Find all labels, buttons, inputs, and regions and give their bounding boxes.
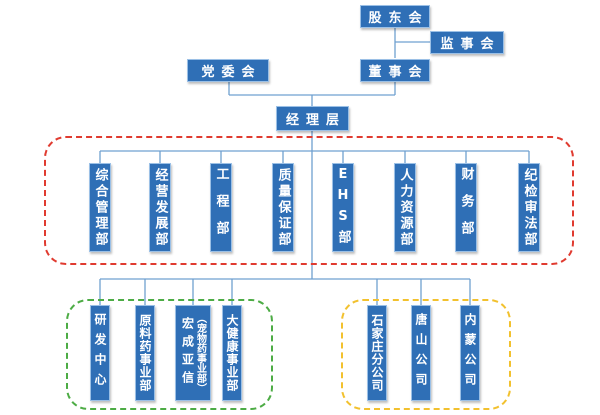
dept-engineering: 工程部 bbox=[210, 163, 232, 252]
branch-shijiazhuang: 石家庄分公司 bbox=[367, 305, 387, 401]
dept-ehs: EHS部 bbox=[332, 163, 354, 252]
shareholders-box: 股东会 bbox=[360, 5, 430, 28]
unit-hongcheng-yaxin-note: （宠物药事业部） bbox=[194, 313, 206, 393]
dept-business-development: 经营发展部 bbox=[149, 163, 171, 252]
dept-human-resources: 人力资源部 bbox=[394, 163, 416, 252]
dept-quality-assurance: 质量保证部 bbox=[272, 163, 294, 252]
supervisors-box: 监事会 bbox=[430, 31, 504, 54]
unit-rd-center: 研发中心 bbox=[90, 305, 110, 401]
dept-general-management: 综合管理部 bbox=[89, 163, 111, 252]
management-box: 经理层 bbox=[276, 106, 349, 131]
party-committee-box: 党委会 bbox=[187, 59, 269, 82]
unit-api-division: 原料药事业部 bbox=[135, 305, 155, 401]
dept-finance: 财务部 bbox=[455, 163, 477, 252]
branch-inner-mongolia: 内蒙公司 bbox=[460, 305, 480, 401]
branch-tangshan: 唐山公司 bbox=[411, 305, 431, 401]
unit-hongcheng-yaxin: 宏成亚信 （宠物药事业部） bbox=[175, 305, 211, 401]
business-units-group bbox=[66, 299, 273, 410]
branch-companies-group bbox=[341, 299, 511, 410]
unit-hongcheng-yaxin-name: 宏成亚信 bbox=[180, 317, 195, 389]
unit-health-division: 大健康事业部 bbox=[222, 305, 242, 401]
board-box: 董事会 bbox=[360, 59, 430, 82]
dept-discipline-audit-legal: 纪检审法部 bbox=[518, 163, 540, 252]
functional-departments-group bbox=[44, 136, 574, 265]
